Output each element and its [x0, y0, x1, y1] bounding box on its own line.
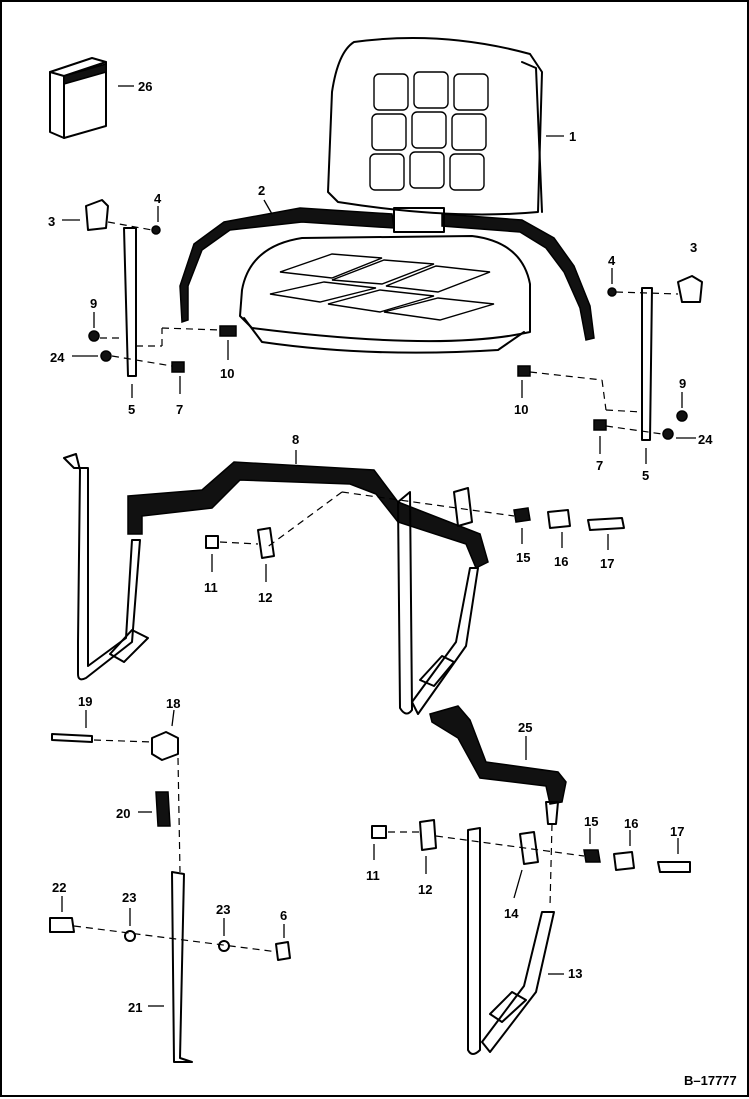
callout-9-left: 9: [90, 296, 97, 311]
callout-5-left: 5: [128, 402, 135, 417]
lower-left-assembly: [49, 709, 291, 1063]
callout-21: 21: [128, 1000, 142, 1015]
callout-22: 22: [52, 880, 66, 895]
callout-23-left: 23: [122, 890, 136, 905]
callout-20: 20: [116, 806, 130, 821]
callout-19: 19: [78, 694, 92, 709]
callout-8: 8: [292, 432, 299, 447]
callout-25: 25: [518, 720, 532, 735]
callout-12-lower: 12: [418, 882, 432, 897]
callout-2: 2: [258, 183, 265, 198]
hardware-row-upper: [205, 491, 625, 582]
part-2-seat-belt: [179, 199, 595, 341]
callout-14: 14: [504, 906, 519, 921]
callout-4-right: 4: [608, 253, 616, 268]
callout-11-upper: 11: [204, 580, 218, 595]
left-bracket-group: [62, 199, 237, 398]
seat-cushion: [239, 235, 531, 354]
callout-4-left: 4: [154, 191, 162, 206]
lower-right-assembly: [371, 705, 691, 1055]
callout-13: 13: [568, 966, 582, 981]
callout-7-right: 7: [596, 458, 603, 473]
callout-7-left: 7: [176, 402, 183, 417]
callout-10-right: 10: [514, 402, 528, 417]
callout-17-upper: 17: [600, 556, 614, 571]
callout-11-lower: 11: [366, 868, 380, 883]
callout-23-right: 23: [216, 902, 230, 917]
callout-3-left: 3: [48, 214, 55, 229]
part-8-seat-bar: [63, 450, 489, 715]
callout-16-upper: 16: [554, 554, 568, 569]
callout-3-right: 3: [690, 240, 697, 255]
part-26-manual: [49, 57, 134, 139]
callout-5-right: 5: [642, 468, 649, 483]
callout-17-lower: 17: [670, 824, 684, 839]
callout-26: 26: [138, 79, 152, 94]
part-1-seat-back: [327, 37, 564, 216]
callout-24-left: 24: [50, 350, 65, 365]
callout-15-lower: 15: [584, 814, 598, 829]
callout-16-lower: 16: [624, 816, 638, 831]
drawing-reference-number: B–17777: [684, 1073, 737, 1088]
right-bracket-group: [517, 268, 703, 464]
callout-6: 6: [280, 908, 287, 923]
callout-1: 1: [569, 129, 576, 144]
callout-10-left: 10: [220, 366, 234, 381]
callout-9-right: 9: [679, 376, 686, 391]
callout-12-upper: 12: [258, 590, 272, 605]
callout-15-upper: 15: [516, 550, 530, 565]
callout-24-right: 24: [698, 432, 713, 447]
callout-18: 18: [166, 696, 180, 711]
